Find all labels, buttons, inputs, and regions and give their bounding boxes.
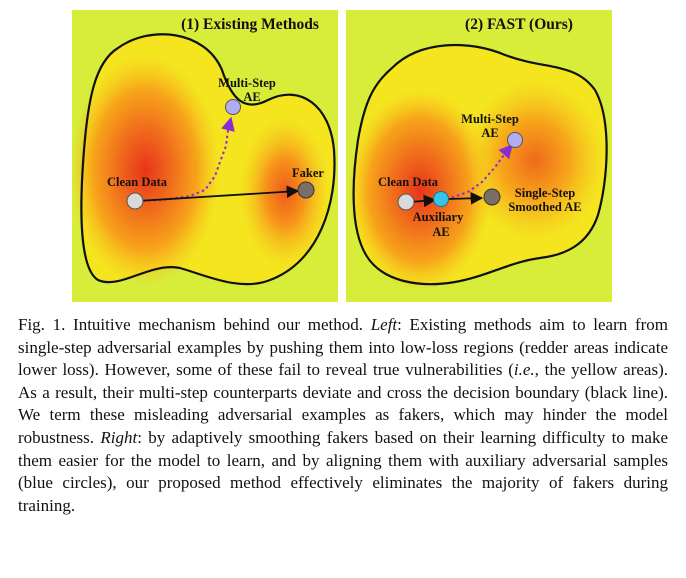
figure: (1) Existing Methods Clean Data Multi-St… (72, 10, 612, 302)
right-label-single-step-1: Single-Step (515, 186, 575, 200)
figure-caption: Fig. 1. Intuitive mechanism behind our m… (18, 314, 668, 517)
right-label-auxiliary-2: AE (432, 225, 449, 239)
caption-left-label: Left (370, 315, 398, 334)
caption-right-label: Right (100, 427, 138, 447)
left-clean-data-dot (126, 192, 144, 210)
right-label-multi-step-1: Multi-Step (461, 112, 519, 126)
right-label-auxiliary-1: Auxiliary (413, 210, 464, 224)
left-label-faker: Faker (292, 166, 324, 180)
left-label-multi-step-1: Multi-Step (218, 76, 276, 90)
right-smoothed-arrow (447, 192, 484, 205)
left-faker-arrow (136, 185, 300, 202)
caption-part-4: : by adaptively smoothing fakers based o… (18, 427, 669, 515)
right-label-multi-step-2: AE (481, 126, 498, 140)
caption-part-1: Fig. 1. Intuitive mechanism behind our m… (18, 315, 371, 334)
caption-ie: i.e. (513, 360, 535, 380)
left-label-multi-step-2: AE (243, 90, 260, 104)
right-label-clean-data: Clean Data (378, 175, 439, 189)
left-panel-title: (1) Existing Methods (181, 16, 319, 33)
right-decision-boundary (352, 43, 608, 286)
caption-part-2: : Existing methods aim to learn from sin… (18, 315, 668, 380)
left-label-clean-data: Clean Data (107, 175, 168, 189)
left-panel (72, 10, 338, 302)
right-panel-title: (2) FAST (Ours) (465, 16, 573, 33)
left-multi-step-dot (225, 99, 241, 115)
left-decision-boundary (80, 33, 336, 286)
left-faker-dot (297, 181, 315, 199)
right-auxiliary-dot (433, 191, 449, 207)
caption-part-3: , the yellow areas). As a result, their … (18, 360, 668, 447)
right-multi-step-dot (507, 132, 523, 148)
right-clean-data-dot (397, 193, 415, 211)
right-panel (346, 10, 612, 302)
right-label-single-step-2: Smoothed AE (508, 200, 581, 214)
right-single-step-dot (483, 188, 501, 206)
